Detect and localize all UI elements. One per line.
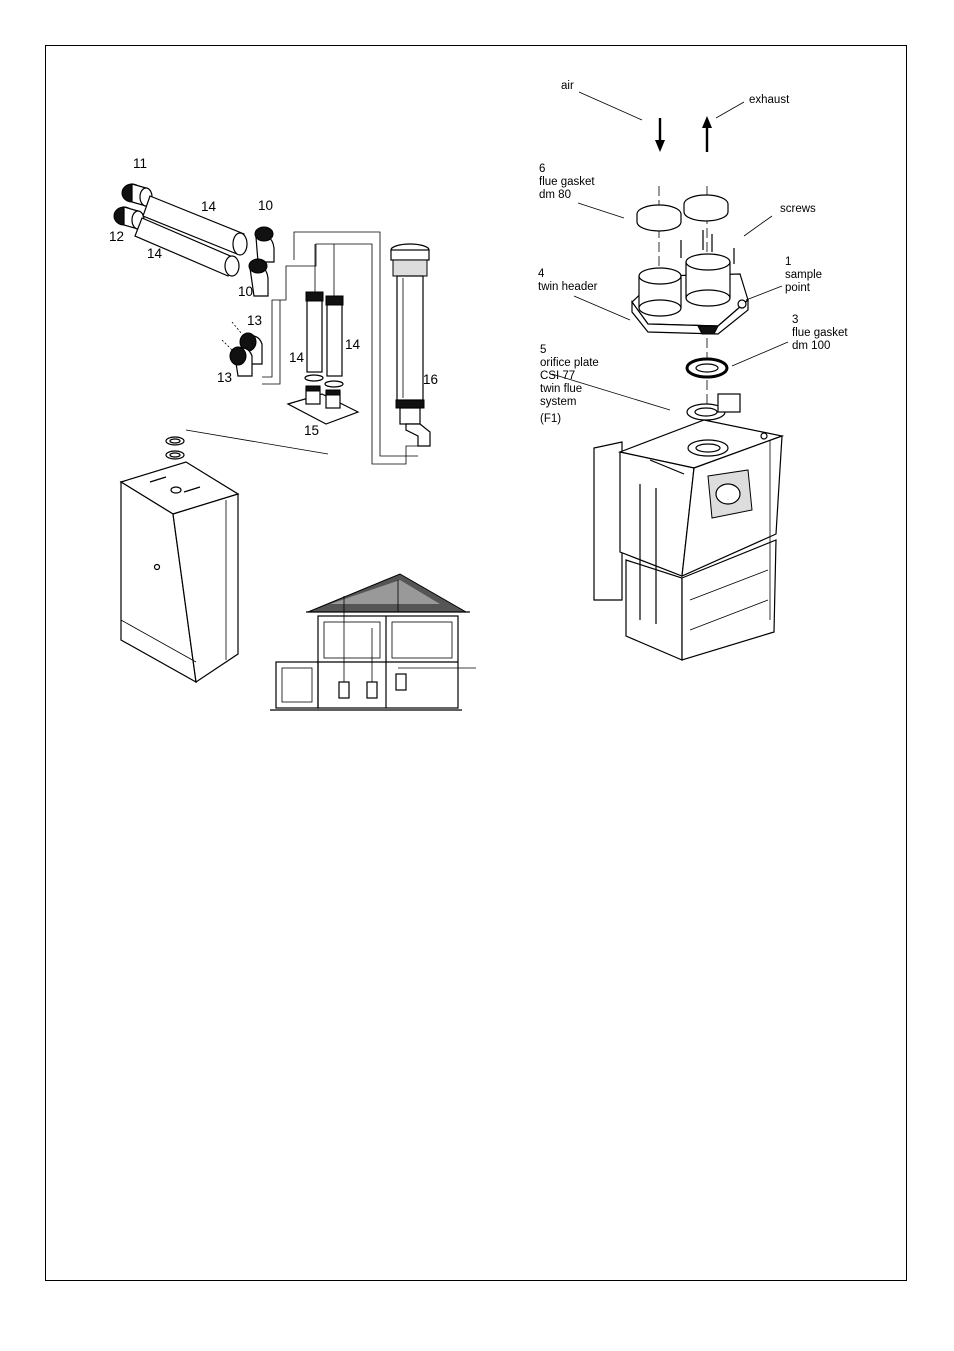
elbow-10-icon (248, 226, 275, 297)
part-number-14-upper: 14 (201, 199, 217, 214)
part-number-14-vertical-left: 14 (289, 350, 305, 365)
part-number-14-lower: 14 (147, 246, 163, 261)
part-number-15: 15 (304, 423, 320, 438)
air-arrow-icon (655, 118, 665, 152)
vertical-pipes-14-icon (304, 244, 344, 388)
pipe-14-upper-icon (134, 195, 248, 277)
part-number-13-lower: 13 (217, 370, 233, 385)
orifice-plate-label: 5 orifice plate CSI 77 twin flue system … (540, 344, 599, 425)
exhaust-arrow-icon (702, 116, 712, 152)
flue-gasket-80-label: 6 flue gasket dm 80 (539, 163, 595, 201)
part-number-12: 12 (109, 229, 125, 244)
elbow-13-icon (221, 321, 263, 377)
part-number-16: 16 (423, 372, 439, 387)
page-border (45, 45, 907, 1281)
flue-gasket-80-icon (636, 194, 729, 232)
screws-label: screws (780, 203, 816, 215)
boiler-icon (119, 461, 240, 684)
elbow-12-icon (113, 206, 145, 230)
house-section-icon (270, 573, 476, 711)
exhaust-label: exhaust (749, 94, 790, 106)
terminal-16-icon (390, 243, 431, 447)
part-number-10-lower: 10 (238, 284, 254, 299)
part-number-14-vertical-right: 14 (345, 337, 361, 352)
twin-header-icon (631, 253, 749, 335)
boiler-casing-icon (593, 393, 785, 661)
part-number-10-upper: 10 (258, 198, 274, 213)
flue-gasket-100-icon (685, 357, 729, 379)
flue-gasket-100-label: 3 flue gasket dm 100 (792, 314, 848, 352)
screws-icon (680, 230, 735, 264)
part-number-13-upper: 13 (247, 313, 263, 328)
part-number-11: 11 (133, 156, 148, 171)
sample-point-label: 1 sample point (785, 256, 823, 294)
seals-icon (165, 429, 329, 460)
twin-header-label: 4 twin header (538, 268, 598, 293)
plate-15-icon (286, 385, 360, 425)
air-label: air (561, 80, 574, 92)
